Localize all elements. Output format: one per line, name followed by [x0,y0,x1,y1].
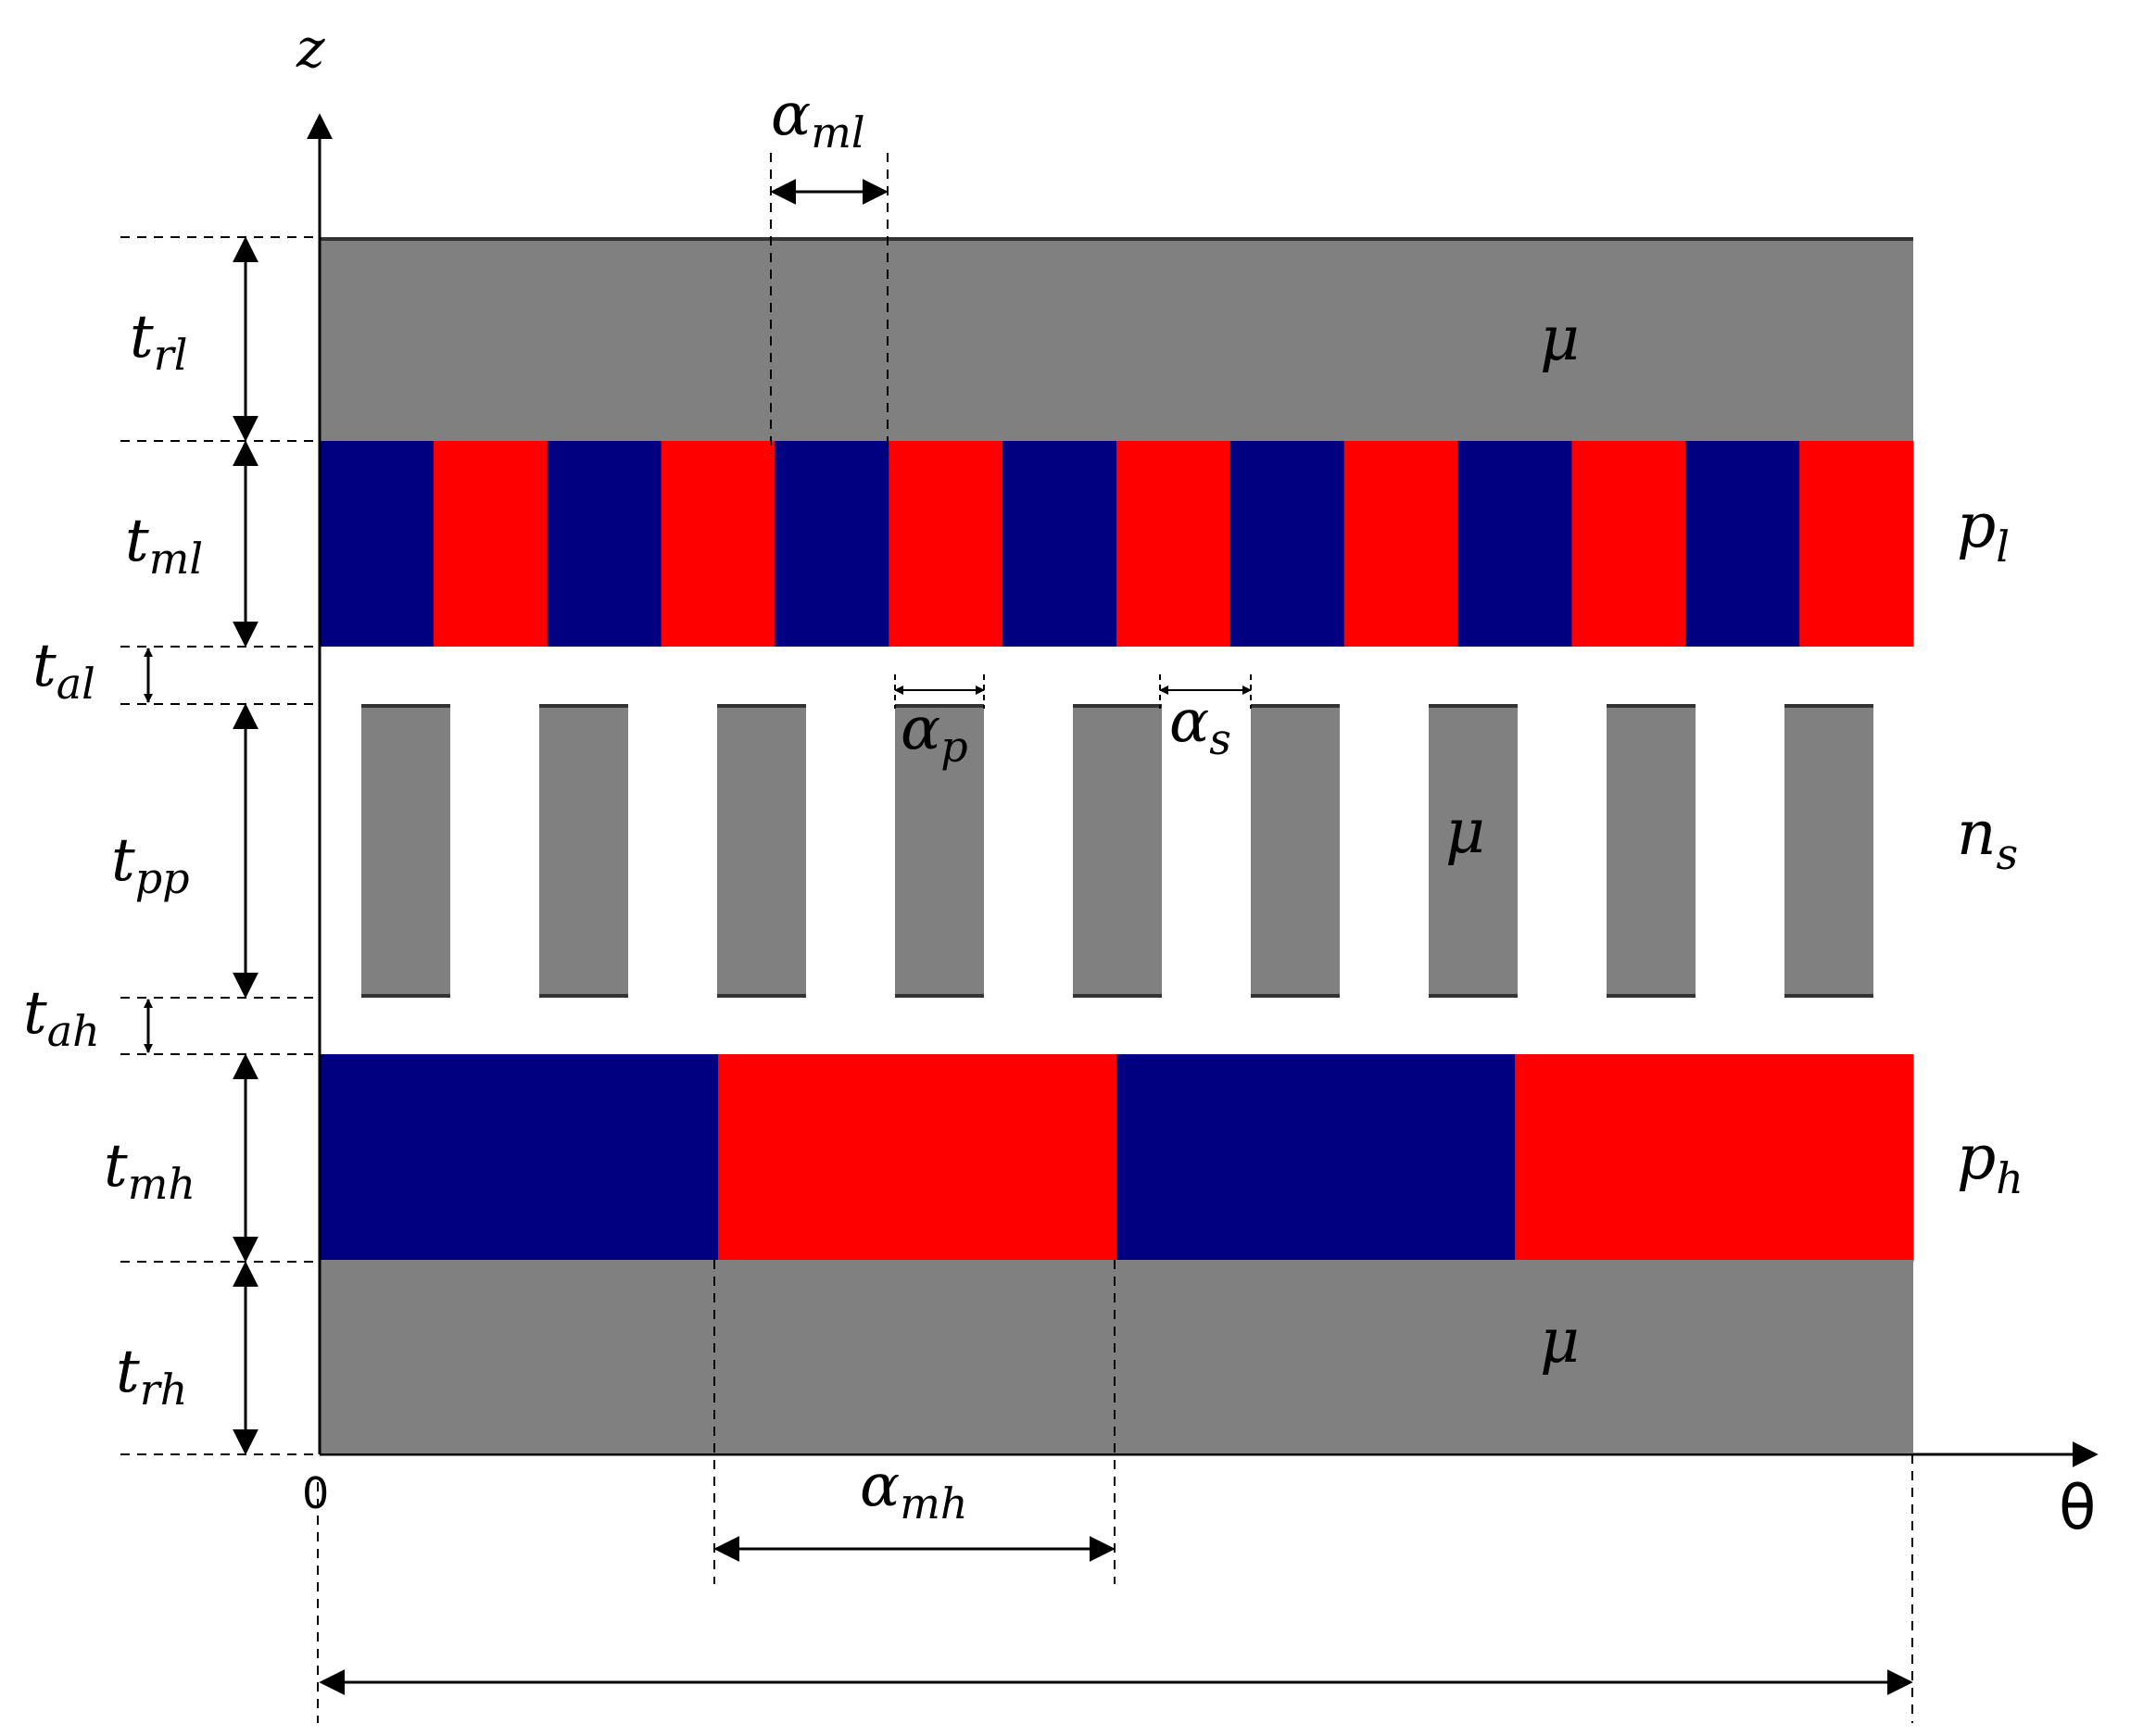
z-axis-label: z [296,17,325,80]
thickness-arrows [144,236,258,1455]
label-t-mh: tmh [104,1132,195,1209]
pole-pieces-row [361,704,1873,998]
pole-piece [539,704,628,998]
label-t-rl: trl [130,303,187,380]
magnet-low [320,441,435,647]
label-t-rh: trh [116,1338,187,1415]
magnet-low [1685,441,1800,647]
level-guides [120,236,320,1455]
mu-rotor-low: μ [1540,303,1580,374]
label-t-pp: tpp [111,826,190,903]
label-t-ah: tah [23,979,100,1056]
label-p-low: pl [1957,490,2010,572]
rotor-high-iron [320,1260,1913,1453]
magnet-low [661,441,775,647]
magnet-low [547,441,662,647]
magnet-low [1799,441,1914,647]
pole-piece [1607,704,1696,998]
pole-piece [895,704,984,998]
label-n-s: ns [1957,798,2018,879]
magnet-low [889,441,1003,647]
mu-pole-pieces: μ [1445,796,1485,867]
angle-arrows [319,179,1913,1695]
magnet-low [1116,441,1231,647]
theta-axis-label: θ [2059,1472,2096,1543]
label-alpha-p: αp [901,695,968,772]
label-alpha-s: αs [1169,687,1231,764]
magnet-low [775,441,889,647]
magnet-high [1116,1054,1516,1262]
magnets-low-row [320,441,1914,647]
magnet-low [1229,441,1345,647]
label-alpha-mh: αmh [860,1452,967,1528]
pole-piece [1784,704,1873,998]
pole-piece [1429,704,1518,998]
mu-rotor-high: μ [1540,1305,1580,1377]
magnet-low [1457,441,1572,647]
pole-piece [1251,704,1340,998]
magnet-low [433,441,548,647]
origin-label: 0 [302,1468,329,1518]
magnet-high [1515,1054,1914,1262]
magnet-high [320,1054,719,1262]
magnet-low [1571,441,1686,647]
pole-piece [1073,704,1162,998]
pole-piece [361,704,450,998]
label-t-al: tal [32,632,95,709]
pole-piece [717,704,806,998]
label-alpha-ml: αml [771,81,865,157]
label-t-ml: tml [125,507,203,584]
rotor-low-iron [320,237,1913,441]
magnet-high [718,1054,1117,1262]
magnet-low [1002,441,1117,647]
label-p-high: ph [1957,1122,2024,1203]
magnets-high-row [320,1054,1914,1262]
magnet-low [1343,441,1459,647]
